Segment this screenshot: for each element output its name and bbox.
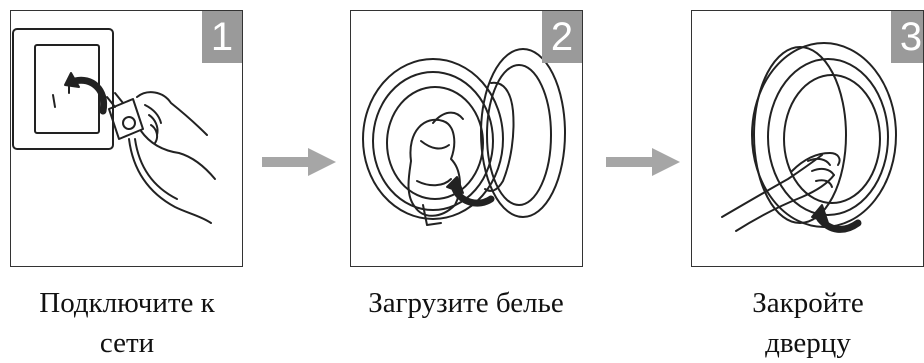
close-door-icon (721, 42, 897, 233)
step-2-panel: 2 (350, 10, 583, 267)
step-2-caption-line-1: Загрузите белье (368, 287, 564, 319)
step-1-caption-line-2: сети (99, 327, 155, 359)
step-2-number-badge: 2 (542, 11, 582, 63)
right-arrow-icon (606, 148, 680, 176)
step-3-caption: Закройте дверцу (688, 283, 924, 363)
step-1-number-badge: 1 (202, 11, 242, 63)
step-1-panel: 1 (10, 10, 243, 267)
step-3-caption-line-1: Закройте (752, 287, 864, 319)
step-3-number-badge: 3 (891, 11, 923, 63)
step-1-caption: Подключите к сети (7, 283, 247, 363)
step-3-caption-line-2: дверцу (765, 327, 851, 359)
right-arrow-icon (262, 148, 336, 176)
load-laundry-icon (362, 48, 566, 226)
step-3-panel: 3 (691, 10, 924, 267)
plug-into-socket-icon (12, 28, 216, 224)
step-2-caption: Загрузите белье (346, 283, 586, 323)
step-1-caption-line-1: Подключите к (39, 287, 215, 319)
